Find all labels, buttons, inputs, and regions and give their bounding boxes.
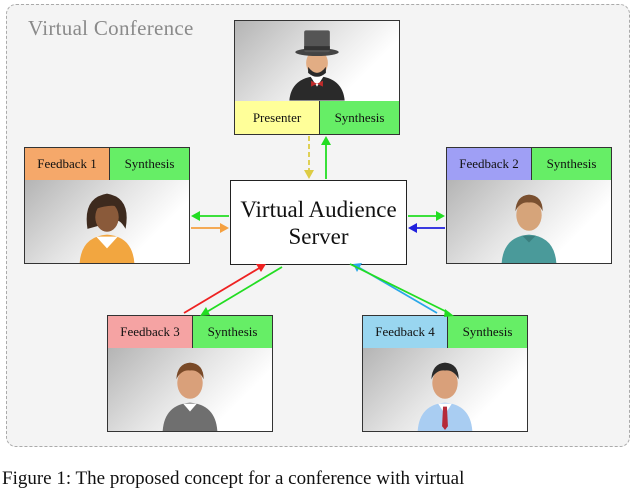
participant-4-synthesis-label: Synthesis [447,316,527,348]
participant-3-role-label: Feedback 3 [108,316,192,348]
participant-1-picture [25,180,189,263]
figure-caption: Figure 1: The proposed concept for a con… [2,468,465,489]
server-title-line1: Virtual Audience [240,196,397,222]
participant-1-role-label: Feedback 1 [25,148,109,180]
participant-node-2: Feedback 2 Synthesis [446,147,612,264]
participant-2-role-label: Feedback 2 [447,148,531,180]
participant-3-picture [108,348,272,431]
participant-node-1: Feedback 1 Synthesis [24,147,190,264]
businessman-avatar-icon [417,362,473,431]
participant-node-4: Feedback 4 Synthesis [362,315,528,432]
participant-2-synthesis-label: Synthesis [531,148,611,180]
participant-4-picture [363,348,527,431]
participant-node-3: Feedback 3 Synthesis [107,315,273,432]
man-avatar-icon [162,362,218,431]
frame-title: Virtual Conference [28,16,194,40]
virtual-audience-server: Virtual Audience Server [230,180,407,265]
presenter-node: Presenter Synthesis [234,20,400,135]
top-hat-man-icon [289,30,345,101]
presenter-synthesis-label: Synthesis [319,101,399,134]
presenter-picture [235,21,399,102]
participant-4-role-label: Feedback 4 [363,316,447,348]
presenter-label: Presenter [235,101,319,134]
woman-avatar-icon [79,193,135,263]
participant-3-synthesis-label: Synthesis [192,316,272,348]
participant-1-synthesis-label: Synthesis [109,148,189,180]
server-title-line2: Server [288,223,349,249]
participant-2-picture [447,180,611,263]
man-avatar-icon [501,194,557,263]
